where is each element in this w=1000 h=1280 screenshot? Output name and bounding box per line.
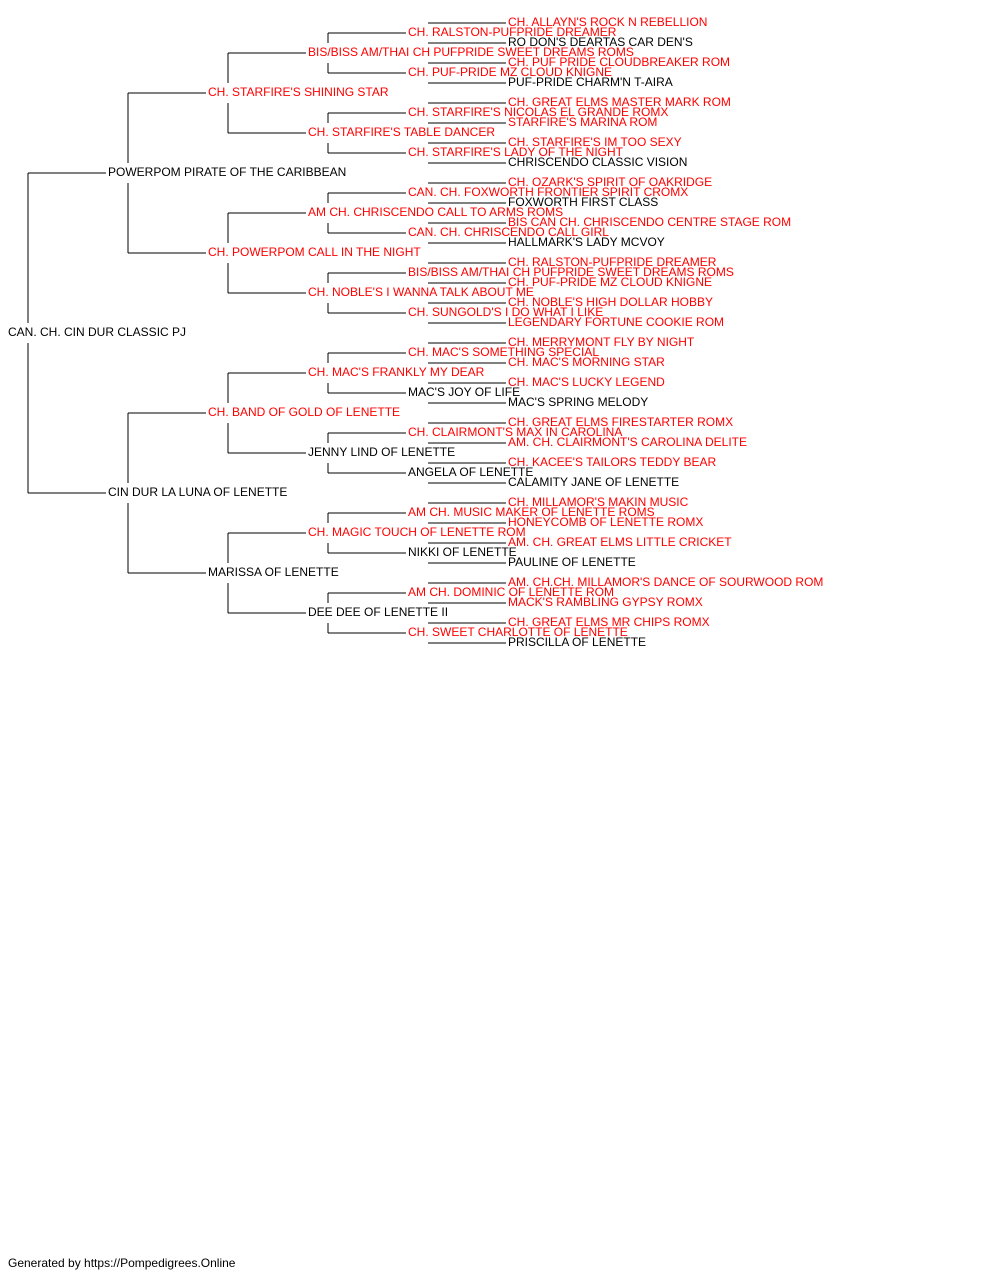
ancestor-name[interactable]: MAC'S JOY OF LIFE bbox=[408, 385, 520, 399]
ancestor-name[interactable]: HONEYCOMB OF LENETTE ROMX bbox=[508, 515, 703, 529]
ancestor-name[interactable]: CAN. CH. FOXWORTH FRONTIER SPIRIT CROMX bbox=[408, 185, 688, 199]
ancestor-name[interactable]: CH. MAC'S MORNING STAR bbox=[508, 355, 665, 369]
ancestor-name[interactable]: DEE DEE OF LENETTE II bbox=[308, 605, 448, 619]
ancestor-name[interactable]: PUF-PRIDE CHARM'N T-AIRA bbox=[508, 75, 673, 89]
ancestor-name[interactable]: CAN. CH. CHRISCENDO CALL GIRL bbox=[408, 225, 609, 239]
ancestor-name[interactable]: CIN DUR LA LUNA OF LENETTE bbox=[108, 485, 287, 499]
ancestor-name[interactable]: CH. KACEE'S TAILORS TEDDY BEAR bbox=[508, 455, 716, 469]
ancestor-name[interactable]: CH. GREAT ELMS MR CHIPS ROMX bbox=[508, 615, 710, 629]
ancestor-name[interactable]: ANGELA OF LENETTE bbox=[408, 465, 533, 479]
ancestor-name[interactable]: LEGENDARY FORTUNE COOKIE ROM bbox=[508, 315, 724, 329]
ancestor-name[interactable]: MARISSA OF LENETTE bbox=[208, 565, 339, 579]
ancestor-name[interactable]: BIS/BISS AM/THAI CH PUFPRIDE SWEET DREAM… bbox=[408, 265, 734, 279]
ancestor-name[interactable]: POWERPOM PIRATE OF THE CARIBBEAN bbox=[108, 165, 346, 179]
ancestor-name[interactable]: MAC'S SPRING MELODY bbox=[508, 395, 648, 409]
ancestor-name[interactable]: PRISCILLA OF LENETTE bbox=[508, 635, 646, 649]
ancestor-name[interactable]: BIS/BISS AM/THAI CH PUFPRIDE SWEET DREAM… bbox=[308, 45, 634, 59]
ancestor-name[interactable]: CH. MAGIC TOUCH OF LENETTE ROM bbox=[308, 525, 526, 539]
ancestor-name[interactable]: CH. MAC'S LUCKY LEGEND bbox=[508, 375, 665, 389]
ancestor-name[interactable]: JENNY LIND OF LENETTE bbox=[308, 445, 455, 459]
ancestor-name[interactable]: CH. STARFIRE'S NICOLAS EL GRANDE ROMX bbox=[408, 105, 668, 119]
ancestor-name[interactable]: NIKKI OF LENETTE bbox=[408, 545, 517, 559]
ancestor-name[interactable]: PAULINE OF LENETTE bbox=[508, 555, 636, 569]
ancestor-name[interactable]: CH. MILLAMOR'S MAKIN MUSIC bbox=[508, 495, 689, 509]
ancestor-name[interactable]: CH. PUF-PRIDE MZ CLOUD KNIGNE bbox=[408, 65, 612, 79]
ancestor-name[interactable]: CALAMITY JANE OF LENETTE bbox=[508, 475, 679, 489]
ancestor-name[interactable]: CH. BAND OF GOLD OF LENETTE bbox=[208, 405, 400, 419]
ancestor-name[interactable]: AM. CH. GREAT ELMS LITTLE CRICKET bbox=[508, 535, 732, 549]
ancestor-name[interactable]: STARFIRE'S MARINA ROM bbox=[508, 115, 657, 129]
ancestor-name[interactable]: CH. PUF PRIDE CLOUDBREAKER ROM bbox=[508, 55, 730, 69]
ancestor-name[interactable]: AM. CH.CH. MILLAMOR'S DANCE OF SOURWOOD … bbox=[508, 575, 823, 589]
ancestor-name[interactable]: CH. SWEET CHARLOTTE OF LENETTE bbox=[408, 625, 628, 639]
ancestor-name[interactable]: CH. MAC'S SOMETHING SPECIAL bbox=[408, 345, 599, 359]
ancestor-name[interactable]: AM. CH. CLAIRMONT'S CAROLINA DELITE bbox=[508, 435, 747, 449]
ancestor-name[interactable]: AM CH. DOMINIC OF LENETTE ROM bbox=[408, 585, 614, 599]
ancestor-name[interactable]: HALLMARK'S LADY MCVOY bbox=[508, 235, 665, 249]
ancestor-name[interactable]: CHRISCENDO CLASSIC VISION bbox=[508, 155, 687, 169]
ancestor-name[interactable]: CH. MERRYMONT FLY BY NIGHT bbox=[508, 335, 695, 349]
ancestor-name[interactable]: CH. GREAT ELMS FIRESTARTER ROMX bbox=[508, 415, 733, 429]
ancestor-name[interactable]: CH. STARFIRE'S TABLE DANCER bbox=[308, 125, 495, 139]
ancestor-name[interactable]: CH. RALSTON-PUFPRIDE DREAMER bbox=[508, 255, 717, 269]
ancestor-name[interactable]: MACK'S RAMBLING GYPSY ROMX bbox=[508, 595, 703, 609]
ancestor-name[interactable]: AM CH. CHRISCENDO CALL TO ARMS ROMS bbox=[308, 205, 563, 219]
ancestor-name[interactable]: CH. ALLAYN'S ROCK N REBELLION bbox=[508, 15, 707, 29]
ancestor-name[interactable]: CH. PUF-PRIDE MZ CLOUD KNIGNE bbox=[508, 275, 712, 289]
ancestor-name[interactable]: CH. MAC'S FRANKLY MY DEAR bbox=[308, 365, 485, 379]
ancestor-name[interactable]: CH. POWERPOM CALL IN THE NIGHT bbox=[208, 245, 421, 259]
subject-dog-name[interactable]: CAN. CH. CIN DUR CLASSIC PJ bbox=[8, 325, 186, 339]
generated-by-footer: Generated by https://Pompedigrees.Online bbox=[8, 1256, 236, 1270]
ancestor-name[interactable]: RO DON'S DEARTAS CAR DEN'S bbox=[508, 35, 693, 49]
ancestor-name[interactable]: CH. RALSTON-PUFPRIDE DREAMER bbox=[408, 25, 617, 39]
ancestor-name[interactable]: CH. STARFIRE'S LADY OF THE NIGHT bbox=[408, 145, 624, 159]
ancestor-name[interactable]: CH. SUNGOLD'S I DO WHAT I LIKE bbox=[408, 305, 603, 319]
ancestor-name[interactable]: BIS CAN CH. CHRISCENDO CENTRE STAGE ROM bbox=[508, 215, 791, 229]
ancestor-name[interactable]: FOXWORTH FIRST CLASS bbox=[508, 195, 658, 209]
ancestor-name[interactable]: CH. STARFIRE'S IM TOO SEXY bbox=[508, 135, 682, 149]
ancestor-name[interactable]: CH. CLAIRMONT'S MAX IN CAROLINA bbox=[408, 425, 622, 439]
ancestor-name[interactable]: CH. STARFIRE'S SHINING STAR bbox=[208, 85, 389, 99]
ancestor-name[interactable]: CH. NOBLE'S I WANNA TALK ABOUT ME bbox=[308, 285, 534, 299]
ancestor-name[interactable]: CH. GREAT ELMS MASTER MARK ROM bbox=[508, 95, 731, 109]
ancestor-name[interactable]: AM CH. MUSIC MAKER OF LENETTE ROMS bbox=[408, 505, 655, 519]
ancestor-name[interactable]: CH. OZARK'S SPIRIT OF OAKRIDGE bbox=[508, 175, 712, 189]
ancestor-name[interactable]: CH. NOBLE'S HIGH DOLLAR HOBBY bbox=[508, 295, 713, 309]
